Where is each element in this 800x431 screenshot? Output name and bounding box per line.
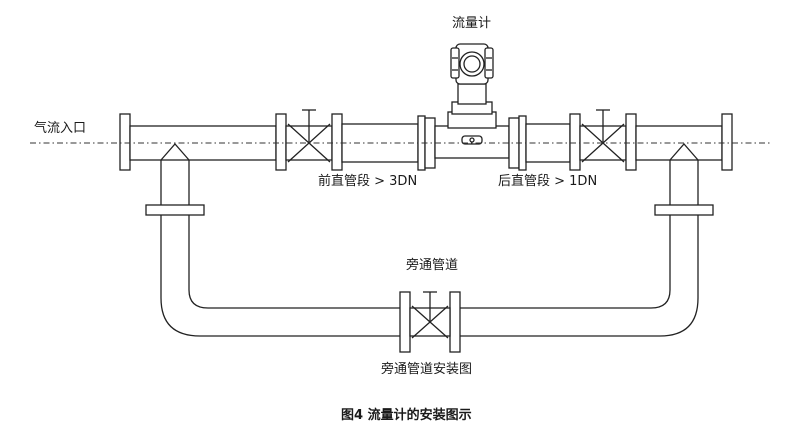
bypass-right-flange	[654, 204, 714, 216]
outlet-flange	[721, 113, 733, 171]
bypass-valve	[399, 291, 461, 353]
right-tee-junction	[669, 143, 699, 161]
flowmeter-label: 流量计	[452, 16, 492, 31]
upstream-length-label: 前直管段 > 3DN	[318, 174, 418, 189]
bypass-left-flange	[145, 204, 205, 216]
upstream-straight-pipe	[341, 123, 419, 163]
downstream-length-label: 后直管段 > 1DN	[498, 174, 598, 189]
diagram-title: 旁通管道安装图	[381, 362, 473, 377]
flowmeter	[434, 43, 510, 159]
inlet-flange	[119, 113, 131, 171]
left-tee-junction	[160, 143, 190, 161]
downstream-valve	[569, 109, 637, 171]
bypass-pipe	[160, 160, 699, 337]
inlet-label: 气流入口	[34, 121, 87, 136]
bypass-label: 旁通管道	[406, 258, 459, 273]
figure-caption: 图4 流量计的安装图示	[341, 408, 472, 423]
upstream-valve	[275, 109, 343, 171]
